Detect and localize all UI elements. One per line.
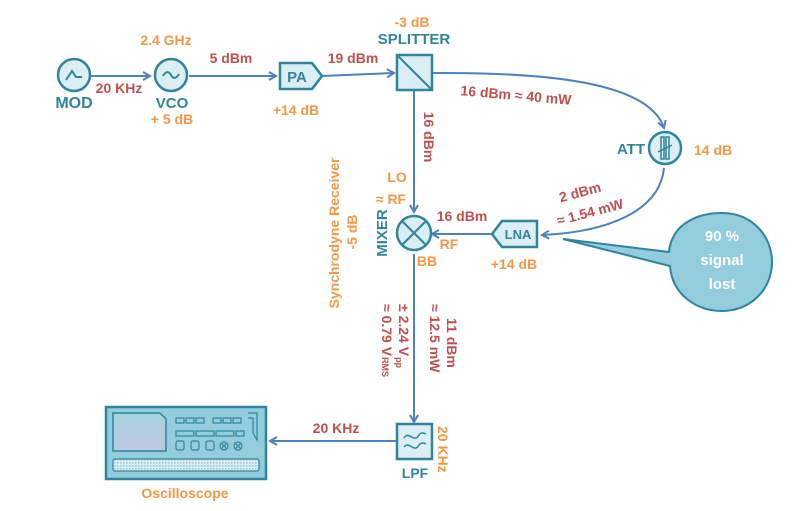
vco-pa-power-label: 5 dBm xyxy=(210,50,253,66)
pa-block[interactable]: PA xyxy=(278,61,324,91)
mixer-block[interactable] xyxy=(395,214,433,252)
splitter-mixer-power-label: 16 dBm xyxy=(421,112,437,163)
mixer-bb-port: BB xyxy=(417,253,437,269)
pa-label: PA xyxy=(287,69,307,86)
ramp-wave-icon xyxy=(65,69,82,81)
sine-wave-icon xyxy=(162,71,180,79)
receiver-label: Synchrodyne Receiver xyxy=(326,157,342,309)
vco-block[interactable] xyxy=(153,57,189,93)
vco-gain: + 5 dB xyxy=(151,111,193,127)
oscilloscope[interactable] xyxy=(104,405,268,481)
lna-label: LNA xyxy=(505,227,532,242)
oscilloscope-keyboard-strip xyxy=(112,458,260,472)
vco-label: VCO xyxy=(156,95,189,112)
receiver-gain: -5 dB xyxy=(344,215,360,250)
splitter-block[interactable] xyxy=(395,53,434,92)
lna-mixer-power-label: 16 dBm xyxy=(437,208,488,224)
mod-vco-freq-label: 20 KHz xyxy=(96,80,143,96)
pa-gain: +14 dB xyxy=(273,102,319,118)
lna-gain: +14 dB xyxy=(491,256,537,272)
oscilloscope-buttons xyxy=(175,412,258,451)
mixer-lpf-power-label: 11 dBm xyxy=(444,318,460,368)
callout-line-3: lost xyxy=(709,276,736,293)
wire-att-lna xyxy=(542,167,665,235)
diagonal-split-icon xyxy=(397,55,432,90)
mod-block[interactable] xyxy=(56,57,92,93)
splitter-gain: -3 dB xyxy=(395,14,430,30)
att-gain: 14 dB xyxy=(694,142,732,158)
mixer-lpf-mw-label: ≈ 12.5 mW xyxy=(427,304,443,373)
lowpass-filter-icon xyxy=(403,432,427,449)
vco-frequency: 2.4 GHz xyxy=(140,32,191,48)
wire-splitter-att xyxy=(431,71,664,128)
cross-circle-icon xyxy=(401,220,427,246)
callout-line-1: 90 % xyxy=(705,228,739,245)
att-label: ATT xyxy=(617,141,645,158)
pa-splitter-power-label: 19 dBm xyxy=(328,50,379,66)
oscilloscope-screen xyxy=(112,412,167,452)
mod-label: MOD xyxy=(55,95,92,112)
mixer-lpf-vrms-label: ≈ 0.79 VRMS xyxy=(379,304,395,377)
mixer-rf-port: RF xyxy=(440,236,459,252)
mixer-lpf-vpp-label: ± 2.24 Vpp xyxy=(394,304,412,369)
mixer-lo-port: LO xyxy=(387,169,407,185)
att-block[interactable] xyxy=(647,130,683,166)
lpf-block[interactable] xyxy=(395,422,434,461)
splitter-label: SPLITTER xyxy=(378,31,451,48)
mixer-rf-approx-port: ≈ RF xyxy=(376,191,407,207)
lna-block[interactable]: LNA xyxy=(490,219,539,249)
wire-pa-splitter xyxy=(321,73,394,76)
oscilloscope-label: Oscilloscope xyxy=(141,485,228,501)
lpf-label: LPF xyxy=(402,465,429,481)
splitter-att-power-label: 16 dBm ≈ 40 mW xyxy=(460,82,573,108)
signal-loss-callout: 90 % signal lost xyxy=(562,211,774,313)
attenuator-icon xyxy=(657,136,673,160)
callout-line-2: signal xyxy=(700,252,743,269)
mixer-label: MIXER xyxy=(374,209,391,257)
lpf-cutoff: 20 KHz xyxy=(435,426,451,473)
lpf-scope-freq-label: 20 KHz xyxy=(313,420,360,436)
